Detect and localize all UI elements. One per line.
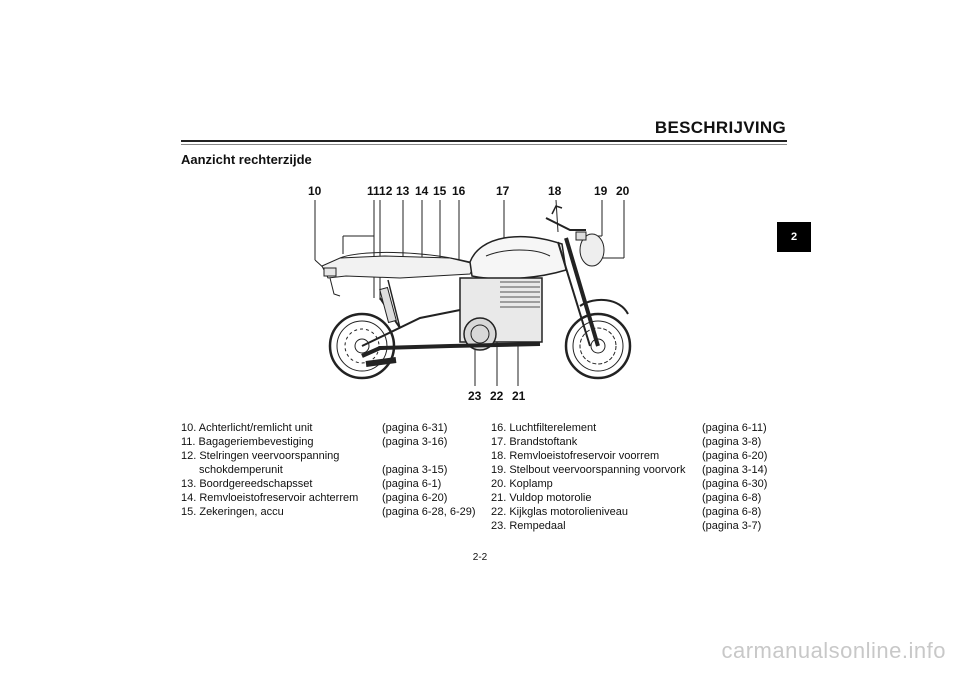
callout-14: 14	[415, 184, 429, 198]
callout-15: 15	[433, 184, 447, 198]
list-item: 18. Remvloeistofreservoir voorrem(pagina…	[491, 450, 768, 462]
parts-list-right: 16. Luchtfilterelement(pagina 6-11) 17. …	[491, 421, 781, 533]
list-item: 12. Stelringen veervoorspanning	[181, 450, 340, 462]
list-item: 19. Stelbout veervoorspanning voorvork(p…	[491, 464, 768, 476]
list-item: 16. Luchtfilterelement(pagina 6-11)	[491, 422, 767, 434]
list-item: 14. Remvloeistofreservoir achterrem(pagi…	[181, 492, 448, 504]
watermark: carmanualsonline.info	[721, 638, 946, 663]
section-title: Aanzicht rechterzijde	[181, 152, 312, 167]
callout-13: 13	[396, 184, 410, 198]
callout-16: 16	[452, 184, 466, 198]
callout-20: 20	[616, 184, 630, 198]
callout-21: 21	[512, 389, 526, 403]
page-header-title: BESCHRIJVING	[654, 118, 786, 137]
callout-10: 10	[308, 184, 322, 198]
page-number: 2-2	[472, 552, 488, 563]
chapter-tab: 2	[777, 222, 811, 252]
callout-18: 18	[548, 184, 562, 198]
callout-23: 23	[468, 389, 482, 403]
callout-22: 22	[490, 389, 504, 403]
list-item: 21. Vuldop motorolie(pagina 6-8)	[491, 492, 762, 504]
list-item: 17. Brandstoftank(pagina 3-8)	[491, 436, 762, 448]
header-rule	[181, 140, 787, 142]
callout-17: 17	[496, 184, 510, 198]
list-item: 13. Boordgereedschapsset(pagina 6-1)	[181, 478, 442, 490]
list-item: schokdemperunit(pagina 3-15)	[199, 464, 448, 476]
list-item: 23. Rempedaal(pagina 3-7)	[491, 520, 762, 532]
list-item: 20. Koplamp(pagina 6-30)	[491, 478, 768, 490]
parts-list-left: 10. Achterlicht/remlicht unit(pagina 6-3…	[181, 421, 481, 519]
list-item: 11. Bagageriembevestiging(pagina 3-16)	[181, 436, 448, 448]
list-item: 22. Kijkglas motorolieniveau(pagina 6-8)	[491, 506, 762, 518]
motorcycle-diagram: 10 1112 13 14 15 16 17 18 19 20 23 22 21	[308, 184, 632, 403]
header-rule-thin	[181, 144, 787, 145]
list-item: 15. Zekeringen, accu(pagina 6-28, 6-29)	[181, 506, 476, 518]
list-item: 10. Achterlicht/remlicht unit(pagina 6-3…	[181, 422, 448, 434]
callout-11-12: 1112	[367, 184, 393, 198]
callout-19: 19	[594, 184, 608, 198]
